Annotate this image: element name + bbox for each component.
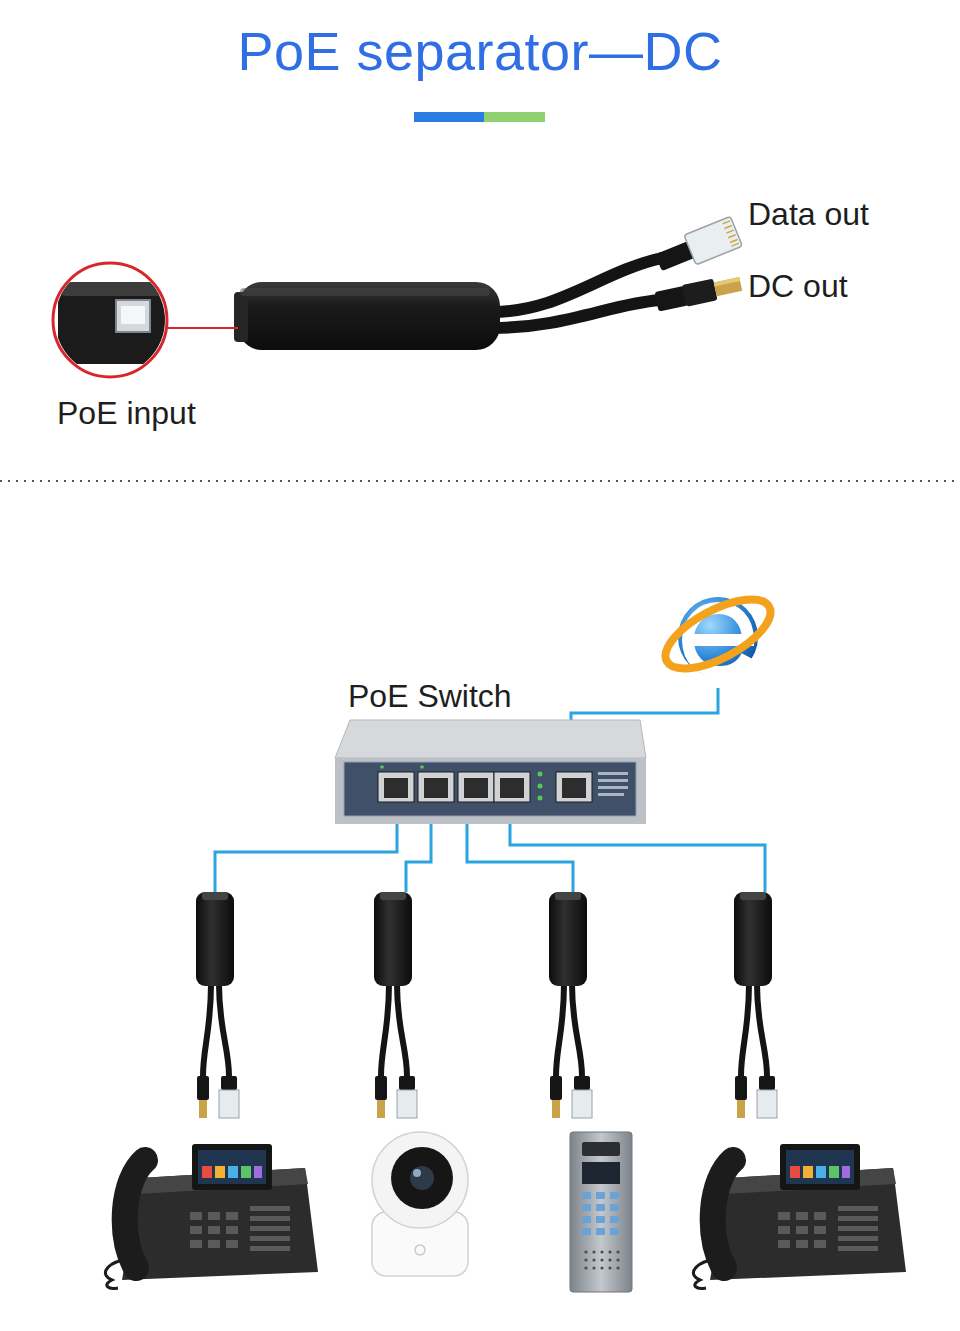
internet-icon xyxy=(656,586,781,683)
door-intercom xyxy=(570,1132,632,1292)
part-label: PoE input xyxy=(57,395,196,432)
poe-switch-device xyxy=(335,720,646,824)
title-bar-blue xyxy=(414,112,484,122)
separator-top xyxy=(234,216,743,350)
part-label: Data out xyxy=(748,196,869,233)
poe-input-inset xyxy=(53,263,238,377)
ip-phone xyxy=(693,1144,906,1288)
node-heading: PoE Switch xyxy=(348,678,512,715)
separator-row xyxy=(196,892,777,1118)
page-title: PoE separator—DC xyxy=(0,20,960,82)
dotted-divider xyxy=(0,480,960,482)
network-wires xyxy=(215,688,765,892)
title-bar-green xyxy=(484,112,545,122)
ip-camera xyxy=(372,1132,468,1276)
part-label: DC out xyxy=(748,268,848,305)
ip-phone xyxy=(105,1144,318,1288)
switch-node: PoE Switch xyxy=(348,678,648,828)
